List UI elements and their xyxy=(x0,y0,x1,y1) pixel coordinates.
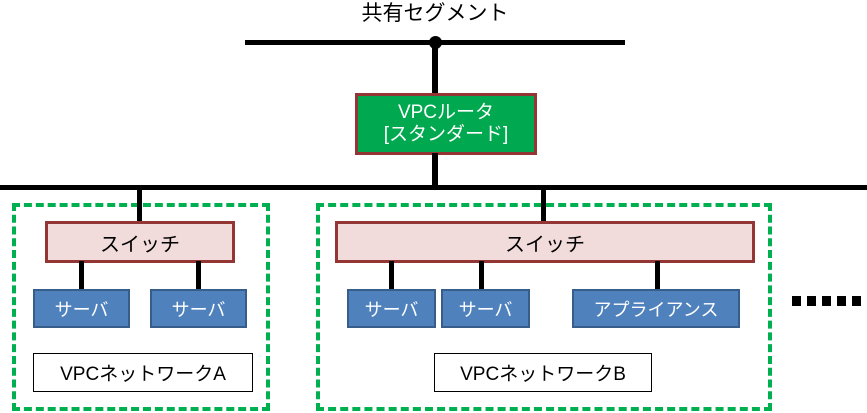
link-switch-a-to-server-1 xyxy=(79,261,84,291)
switch-a-label: スイッチ xyxy=(100,233,180,256)
vpc-a-server-1-label: サーバ xyxy=(54,299,109,320)
link-switch-b-to-appliance xyxy=(655,261,660,291)
vpc-a-server-2[interactable]: サーバ xyxy=(150,289,247,328)
link-backbone-to-switch-a xyxy=(137,188,142,223)
ellipsis-dot xyxy=(792,296,801,306)
vpc-a-server-2-label: サーバ xyxy=(171,299,226,320)
link-switch-a-to-server-2 xyxy=(196,261,201,291)
more-groups-ellipsis xyxy=(792,296,861,306)
vpc-network-a-label-box: VPCネットワークA xyxy=(33,353,253,392)
vpc-b-server-2[interactable]: サーバ xyxy=(441,289,530,328)
link-switch-b-to-server-2 xyxy=(479,261,484,291)
ellipsis-dot xyxy=(852,296,861,306)
ellipsis-dot xyxy=(837,296,846,306)
vpc-network-a-label: VPCネットワークA xyxy=(60,364,226,385)
vpc-network-b-label-box: VPCネットワークB xyxy=(434,353,652,392)
vpc-b-server-2-label: サーバ xyxy=(458,299,513,320)
vpc-b-appliance-label: アプライアンス xyxy=(593,299,719,320)
backbone-bus xyxy=(0,185,867,190)
vpc-router-box[interactable]: VPCルータ [スタンダード] xyxy=(355,93,537,155)
vpc-router-label-line2: [スタンダード] xyxy=(383,124,509,145)
ellipsis-dot xyxy=(822,296,831,306)
switch-b-label: スイッチ xyxy=(505,233,585,256)
shared-segment-title: 共有セグメント xyxy=(361,2,509,25)
vpc-network-b-label: VPCネットワークB xyxy=(460,364,626,385)
switch-b-box[interactable]: スイッチ xyxy=(335,221,755,263)
link-shared-to-router xyxy=(432,42,438,95)
vpc-b-appliance[interactable]: アプライアンス xyxy=(572,289,740,328)
vpc-a-server-1[interactable]: サーバ xyxy=(33,289,130,328)
link-switch-b-to-server-1 xyxy=(389,261,394,291)
vpc-b-server-1[interactable]: サーバ xyxy=(347,289,436,328)
ellipsis-dot xyxy=(807,296,816,306)
switch-a-box[interactable]: スイッチ xyxy=(45,221,235,263)
link-backbone-to-switch-b xyxy=(541,188,546,223)
vpc-router-label-line1: VPCルータ xyxy=(397,102,495,124)
vpc-b-server-1-label: サーバ xyxy=(364,299,419,320)
link-router-to-backbone xyxy=(432,153,438,189)
